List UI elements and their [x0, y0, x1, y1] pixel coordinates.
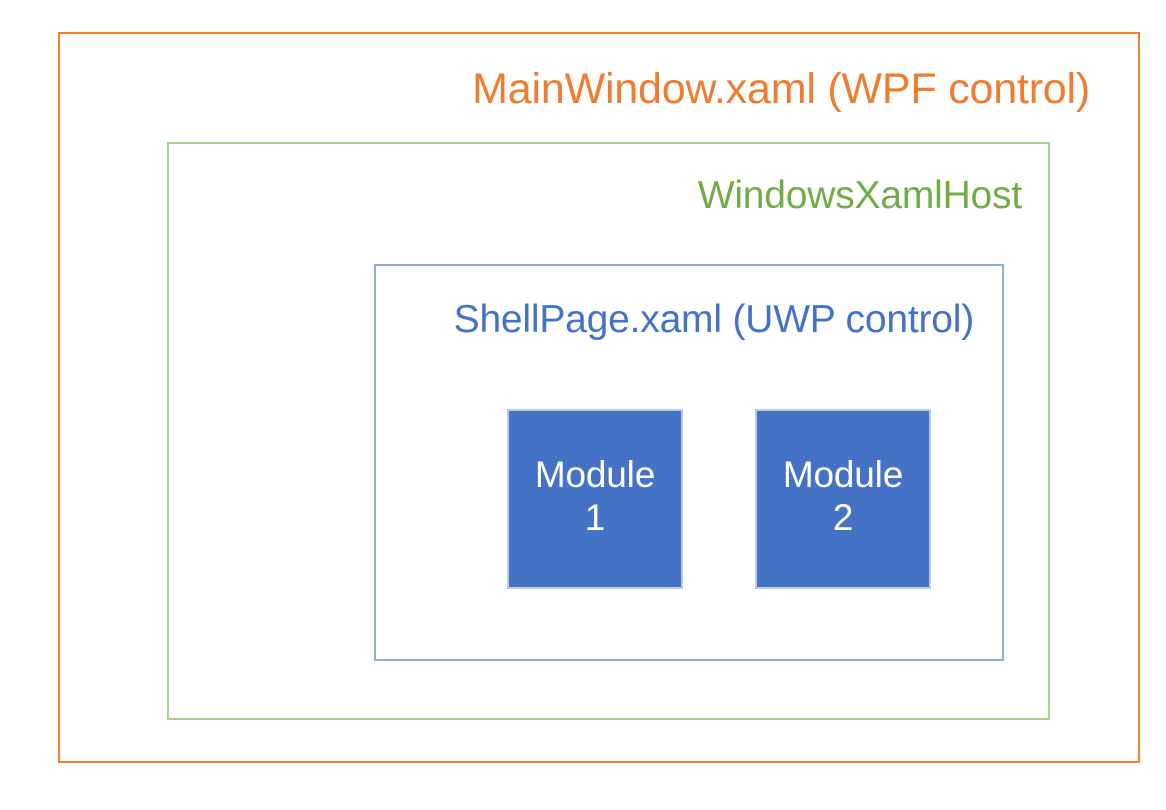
module-row: Module 1 Module 2 — [376, 409, 1002, 589]
module-box-2: Module 2 — [755, 409, 931, 589]
uwp-shell-page-label: ShellPage.xaml (UWP control) — [453, 298, 975, 341]
module-box-1-label: Module 1 — [534, 453, 656, 538]
windows-xaml-host-label: WindowsXamlHost — [697, 174, 1022, 217]
module-box-1: Module 1 — [507, 409, 683, 589]
uwp-shell-page-container: ShellPage.xaml (UWP control) Module 1 Mo… — [374, 264, 1004, 661]
windows-xaml-host-container: WindowsXamlHost ShellPage.xaml (UWP cont… — [167, 142, 1050, 720]
wpf-main-window-label: MainWindow.xaml (WPF control) — [472, 65, 1090, 113]
wpf-main-window-container: MainWindow.xaml (WPF control) WindowsXam… — [58, 32, 1140, 763]
module-box-2-label: Module 2 — [782, 453, 904, 538]
